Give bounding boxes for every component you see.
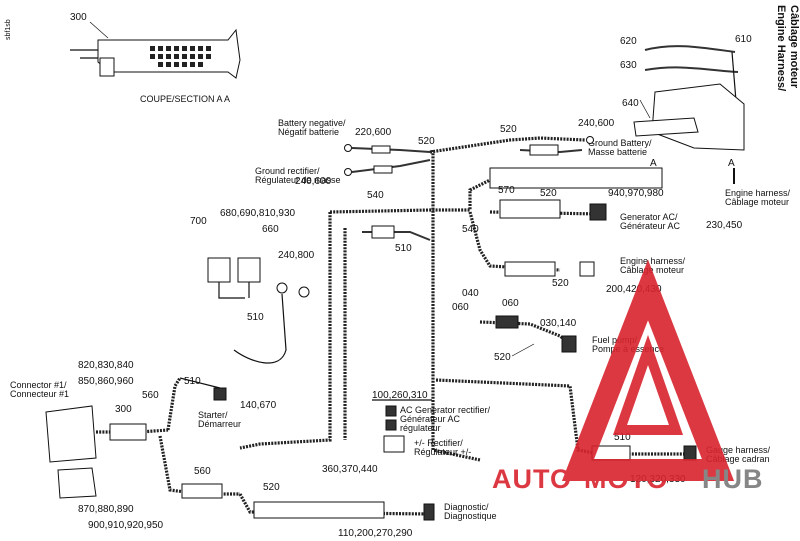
- label-520-e: 520: [494, 352, 511, 363]
- label-ground-battery-2: Masse batterie: [588, 147, 647, 157]
- label-700: 700: [190, 216, 207, 227]
- label-040: 040: [462, 288, 479, 299]
- label-200-420-430: 200,420,430: [606, 284, 662, 295]
- label-fuel-pump-1: Fuel pump/: [592, 335, 638, 345]
- label-140-670: 140,670: [240, 400, 277, 411]
- label-ground-rectifier-1: Ground rectifier/: [255, 166, 320, 176]
- label-300-top: 300: [70, 12, 87, 23]
- label-diagnostic-2: Diagnostique: [444, 511, 497, 521]
- label-520-f: 520: [263, 482, 280, 493]
- label-510-b: 510: [247, 312, 264, 323]
- relay-cluster: 700 680,690,810,930 660 240,800 510: [190, 208, 315, 364]
- label-240-800: 240,800: [278, 250, 315, 261]
- label-engine-harness-1: Engine harness/: [725, 188, 791, 198]
- section-caption: COUPE/SECTION A A: [140, 94, 230, 104]
- label-230-450: 230,450: [706, 220, 743, 231]
- label-ac-rectifier-2: Générateur AC: [400, 414, 461, 424]
- label-060-b: 060: [502, 298, 519, 309]
- label-560-b: 560: [194, 466, 211, 477]
- watermark-moto: MOTO: [584, 464, 669, 494]
- label-620: 620: [620, 36, 637, 47]
- label-610: 610: [735, 34, 752, 45]
- label-510-d: 510: [614, 432, 631, 443]
- starter-cluster: Starter/ Démarreur 140,670: [179, 377, 277, 429]
- label-gauge-harness-2: Câblage cadran: [706, 454, 770, 464]
- connector-cluster: 820,830,840 Connector #1/ Connecteur #1 …: [10, 360, 240, 531]
- label-ground-rectifier-2: Régulateur de masse: [255, 175, 341, 185]
- label-220-600: 220,600: [355, 127, 392, 138]
- label-generator-ac-1: Generator AC/: [620, 212, 678, 222]
- label-870-890: 870,880,890: [78, 504, 134, 515]
- label-540-b: 540: [462, 224, 479, 235]
- label-560-a: 560: [142, 390, 159, 401]
- watermark-logo: AUTO MOTO HUB: [492, 259, 764, 494]
- label-520-b: 520: [500, 124, 517, 135]
- label-660: 660: [262, 224, 279, 235]
- label-820-840: 820,830,840: [78, 360, 134, 371]
- title-line2: Câblage moteur: [788, 5, 800, 89]
- label-ground-battery-1: Ground Battery/: [588, 138, 652, 148]
- label-630: 630: [620, 60, 637, 71]
- label-ac-rectifier-3: régulateur: [400, 423, 441, 433]
- corner-code: sbf1sb: [5, 19, 12, 40]
- watermark-triangle-icon: [561, 259, 735, 481]
- label-940-970-980: 940,970,980: [608, 188, 664, 199]
- label-510-a: 510: [395, 243, 412, 254]
- label-100-310: 100,260,310: [372, 390, 428, 401]
- label-640: 640: [622, 98, 639, 109]
- label-battery-negative-1: Battery negative/: [278, 118, 346, 128]
- label-110-290: 110,200,270,290: [338, 528, 413, 539]
- label-connector-1: Connector #1/: [10, 380, 67, 390]
- top-right-parts: 620 610 630 640: [620, 34, 752, 151]
- label-connector-2: Connecteur #1: [10, 389, 69, 399]
- section-pins: [150, 46, 211, 67]
- label-300: 300: [115, 404, 132, 415]
- label-rectifier-1: +/- Rectifier/: [414, 438, 463, 448]
- watermark-auto: AUTO: [492, 464, 572, 494]
- section-detail: 300 COUPE/SECTION A A: [70, 12, 241, 104]
- label-520-d: 520: [552, 278, 569, 289]
- section-marker-a1: A: [650, 158, 657, 169]
- label-starter-2: Démarreur: [198, 419, 241, 429]
- label-engine-harness-2: Câblage moteur: [725, 197, 789, 207]
- label-540-a: 540: [367, 190, 384, 201]
- label-battery-negative-2: Négatif batterie: [278, 127, 339, 137]
- battery-ground-cluster: Battery negative/ Négatif batterie 220,6…: [255, 118, 652, 187]
- label-900-950: 900,910,920,950: [88, 520, 164, 531]
- label-060-a: 060: [452, 302, 469, 313]
- label-generator-ac-2: Générateur AC: [620, 221, 681, 231]
- label-gauge-harness-1: Gauge harness/: [706, 445, 771, 455]
- label-520-a: 520: [418, 136, 435, 147]
- watermark-hub: HUB: [702, 464, 764, 494]
- label-starter-1: Starter/: [198, 410, 228, 420]
- label-diagnostic-1: Diagnostic/: [444, 502, 489, 512]
- label-rectifier-2: Régulateur +/-: [414, 447, 471, 457]
- bottom-harness: 520 Diagnostic/ Diagnostique 110,200,270…: [238, 482, 497, 539]
- label-360-440: 360,370,440: [322, 464, 378, 475]
- label-ac-rectifier-1: AC Generator rectifier/: [400, 405, 491, 415]
- label-240-600-a: 240,600: [578, 118, 615, 129]
- label-240-600-b: 240,600: [295, 176, 332, 187]
- section-marker-a2: A: [728, 158, 735, 169]
- label-engine-harness2-1: Engine harness/: [620, 256, 686, 266]
- label-030-140: 030,140: [540, 318, 577, 329]
- label-850-960: 850,860,960: [78, 376, 134, 387]
- label-520-c: 520: [540, 188, 557, 199]
- title-line1: Engine Harness/: [775, 5, 787, 91]
- label-570: 570: [498, 185, 515, 196]
- rectifier-cluster: 100,260,310 AC Generator rectifier/ Géné…: [322, 390, 491, 475]
- label-680-930: 680,690,810,930: [220, 208, 296, 219]
